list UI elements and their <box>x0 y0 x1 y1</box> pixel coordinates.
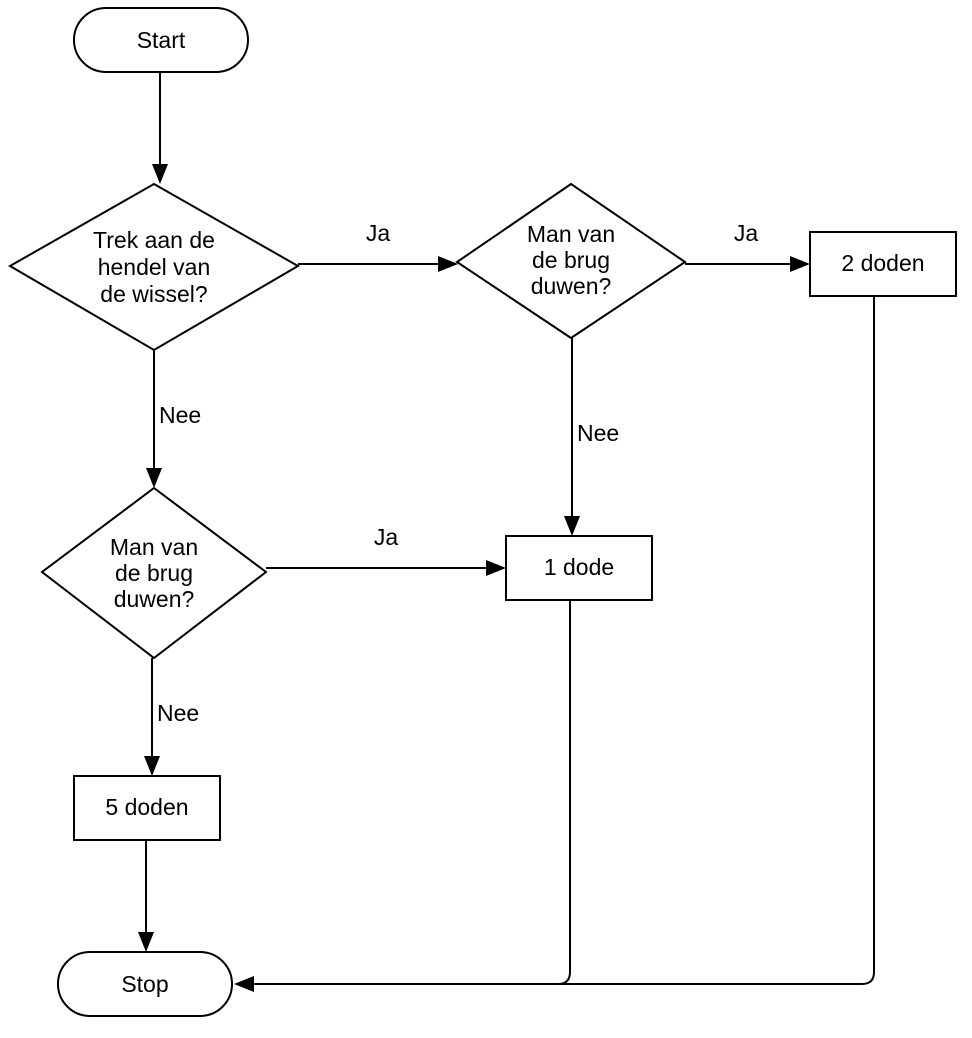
five-dead-box: 5 doden <box>73 775 221 841</box>
decision1-line3: de wissel? <box>100 281 207 307</box>
edge-labels: Ja Ja Nee Nee Ja Nee <box>157 220 758 726</box>
two-dead-label: 2 doden <box>841 250 924 276</box>
start-label: Start <box>137 27 186 53</box>
decision2-line1: Man van <box>527 221 615 247</box>
arrowhead <box>144 756 160 776</box>
arrowhead <box>790 256 810 272</box>
one-dead-label: 1 dode <box>544 554 614 580</box>
decision1-yes-label: Ja <box>366 220 391 246</box>
decision3-line3: duwen? <box>114 586 195 612</box>
decision1-line2: hendel van <box>98 254 211 280</box>
decision3-line2: de brug <box>115 560 193 586</box>
arrowhead <box>438 256 458 272</box>
arrowhead <box>138 932 154 952</box>
decision3-yes-label: Ja <box>374 524 399 550</box>
decision2-line2: de brug <box>532 247 610 273</box>
arrowhead <box>564 516 580 536</box>
decision-push-man-top: Man van de brug duwen? <box>455 182 687 340</box>
connectors <box>138 72 875 992</box>
decision1-no-label: Nee <box>159 402 201 428</box>
decision2-line3: duwen? <box>531 273 612 299</box>
arrowhead <box>234 976 254 992</box>
decision-push-man-bottom: Man van de brug duwen? <box>40 486 268 660</box>
arrowhead <box>146 468 162 488</box>
arrowhead <box>486 560 506 576</box>
stop-label: Stop <box>121 971 168 997</box>
arrowhead <box>152 164 168 184</box>
decision1-line1: Trek aan de <box>93 227 215 253</box>
two-dead-box: 2 doden <box>809 231 957 297</box>
decision2-yes-label: Ja <box>734 220 759 246</box>
edge-one-dead-to-stop <box>254 600 571 985</box>
decision3-no-label: Nee <box>157 700 199 726</box>
decision-pull-lever: Trek aan de hendel van de wissel? <box>7 182 301 352</box>
five-dead-label: 5 doden <box>105 794 188 820</box>
edge-two-dead-to-stop <box>254 296 875 985</box>
decision3-line1: Man van <box>110 534 198 560</box>
one-dead-box: 1 dode <box>505 535 653 601</box>
stop-node: Stop <box>57 951 233 1017</box>
decision2-no-label: Nee <box>577 420 619 446</box>
start-node: Start <box>73 7 249 73</box>
